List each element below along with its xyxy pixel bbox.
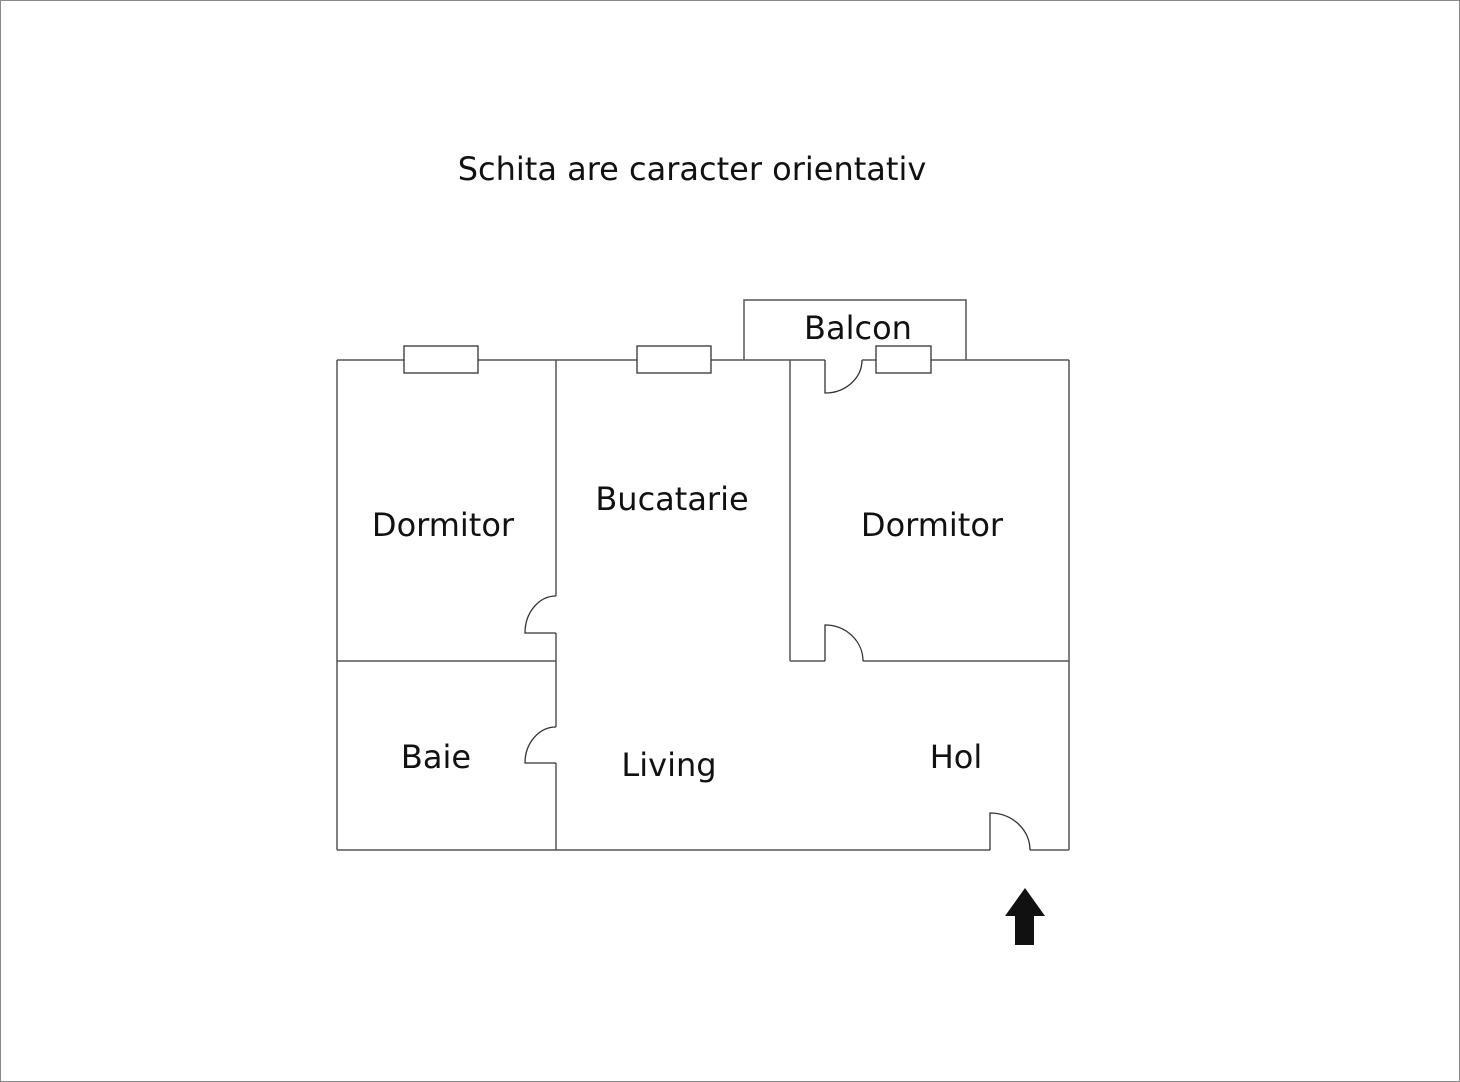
- door-entrance: [989, 812, 1031, 851]
- window-kitchen: [636, 345, 712, 374]
- arrow-up-icon: [1005, 888, 1045, 945]
- room-label-living: Living: [621, 746, 717, 784]
- room-label-hol: Hol: [929, 738, 983, 776]
- room-label-baie: Baie: [400, 738, 472, 776]
- room-label-dormitor-left: Dormitor: [371, 506, 515, 544]
- balcony-outline: [743, 299, 967, 360]
- room-label-bucatarie: Bucatarie: [595, 480, 749, 518]
- door-left-bedroom: [524, 595, 557, 634]
- room-label-balcon: Balcon: [804, 309, 912, 347]
- door-bathroom: [524, 726, 557, 764]
- door-balcony: [824, 359, 863, 394]
- diagram-title: Schita are caracter orientativ: [457, 150, 927, 188]
- door-right-bedroom: [824, 624, 864, 662]
- room-label-dormitor-right: Dormitor: [860, 506, 1004, 544]
- window-right-bedroom: [875, 345, 932, 374]
- window-left-bedroom: [403, 345, 479, 374]
